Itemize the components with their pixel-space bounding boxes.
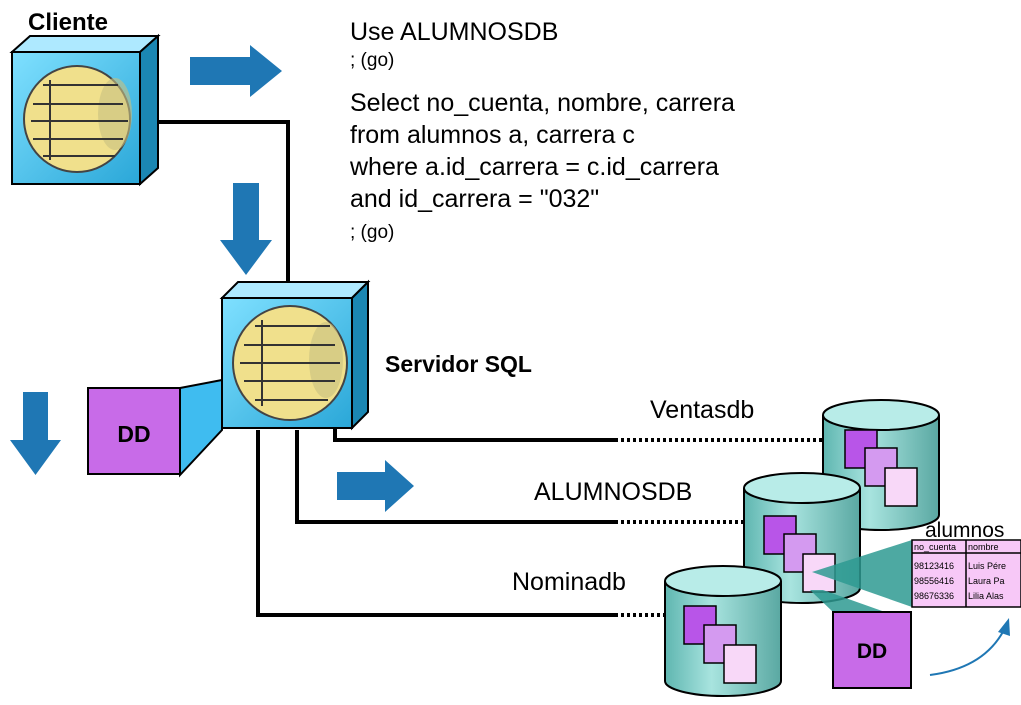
table-cell: 98556416 xyxy=(914,576,954,586)
table-title: alumnos xyxy=(925,519,1004,542)
table-cell: Laura Pa xyxy=(968,576,1005,586)
ventasdb-label: Ventasdb xyxy=(650,396,754,424)
line-to-ventasdb xyxy=(333,405,615,442)
table-header: nombre xyxy=(968,542,999,552)
query-line: from alumnos a, carrera c xyxy=(350,121,635,149)
client-label: Cliente xyxy=(28,9,108,36)
client-server-line xyxy=(150,120,290,290)
dd-box-lower: DD xyxy=(832,611,912,689)
sql-query: Use ALUMNOSDB ; (go) Select no_cuenta, n… xyxy=(349,18,735,243)
query-line: where a.id_carrera = c.id_carrera xyxy=(349,153,719,181)
table-cell: 98676336 xyxy=(914,591,954,601)
query-line: and id_carrera = "032" xyxy=(350,185,599,213)
dd-label: DD xyxy=(117,421,150,447)
nominadb-label: Nominadb xyxy=(512,568,626,596)
table-header: no_cuenta xyxy=(914,542,956,552)
curved-arrow-icon xyxy=(929,618,1010,676)
nominadb-cylinder-icon xyxy=(664,565,782,697)
dd-lower-label: DD xyxy=(857,640,887,663)
table-cell: Luis Pére xyxy=(968,561,1006,571)
query-go-2: ; (go) xyxy=(350,222,394,243)
arrow-right-small-icon xyxy=(337,460,414,512)
query-use-line: Use ALUMNOSDB xyxy=(350,18,558,46)
line-to-nominadb xyxy=(256,430,615,617)
arrow-right-icon xyxy=(190,45,282,97)
query-go-1: ; (go) xyxy=(350,50,394,71)
table-cell: 98123416 xyxy=(914,561,954,571)
server-label: Servidor SQL xyxy=(385,351,532,377)
dd-box: DD xyxy=(87,387,181,475)
table-projection xyxy=(812,540,912,607)
line-to-alumnosdb xyxy=(295,430,615,524)
alumnosdb-label: ALUMNOSDB xyxy=(534,478,692,506)
alumnos-table: no_cuenta nombre 98123416 Luis Pére 9855… xyxy=(911,539,1021,608)
arrow-down-left-icon xyxy=(10,392,61,475)
dd-projection xyxy=(810,590,885,612)
server-disk-icon xyxy=(232,305,348,421)
table-cell: Lilia Alas xyxy=(968,591,1004,601)
query-line: Select no_cuenta, nombre, carrera xyxy=(350,89,735,117)
arrow-down-icon xyxy=(220,183,272,275)
client-disk-icon xyxy=(23,65,132,173)
dd-server-connector xyxy=(179,378,223,478)
